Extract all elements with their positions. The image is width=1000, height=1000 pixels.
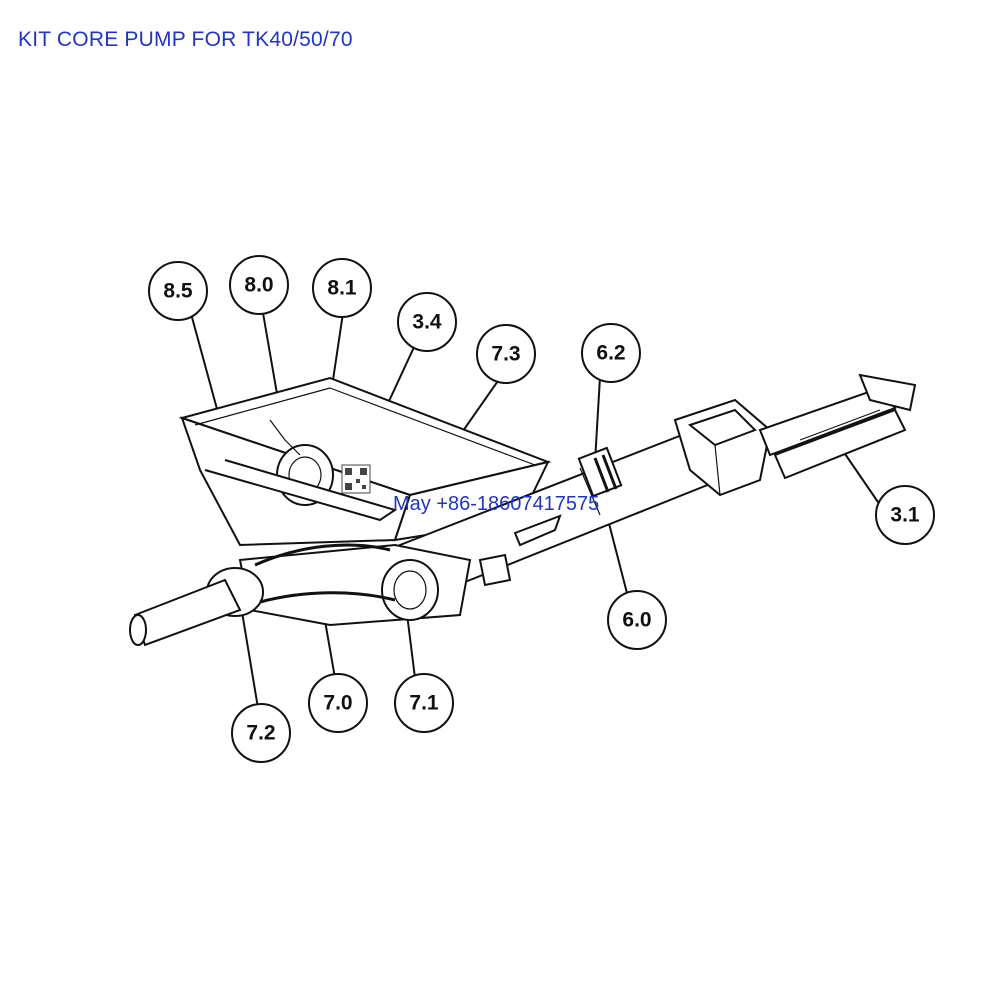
callout-label: 3.4 [412,311,442,334]
qr-stamp [341,464,371,494]
callout-label: 7.0 [323,692,352,715]
callout-7-1: 7.1 [394,673,454,733]
callout-6-2: 6.2 [581,323,641,383]
callout-label: 3.1 [890,504,920,527]
callout-label: 8.0 [244,274,273,297]
callout-3-1: 3.1 [875,485,935,545]
callout-label: 7.3 [491,343,520,366]
callout-7-0: 7.0 [308,673,368,733]
flange-housing [673,398,772,497]
callout-3-4: 3.4 [397,292,457,352]
drive-rods [758,373,917,480]
callout-7-3: 7.3 [476,324,536,384]
callout-8-1: 8.1 [312,258,372,318]
callout-label: 8.1 [327,277,357,300]
callout-6-0: 6.0 [607,590,667,650]
callout-label: 7.1 [409,692,439,715]
callout-8-5: 8.5 [148,261,208,321]
callout-7-2: 7.2 [231,703,291,763]
callout-label: 7.2 [246,722,275,745]
page-title: KIT CORE PUMP FOR TK40/50/70 [18,28,353,51]
outlet-assembly [129,543,512,647]
contact-watermark: May +86-18607417575 [393,493,600,515]
callout-label: 8.5 [163,280,193,303]
callout-label: 6.0 [622,609,651,632]
callout-8-0: 8.0 [229,255,289,315]
callout-label: 6.2 [596,342,625,365]
